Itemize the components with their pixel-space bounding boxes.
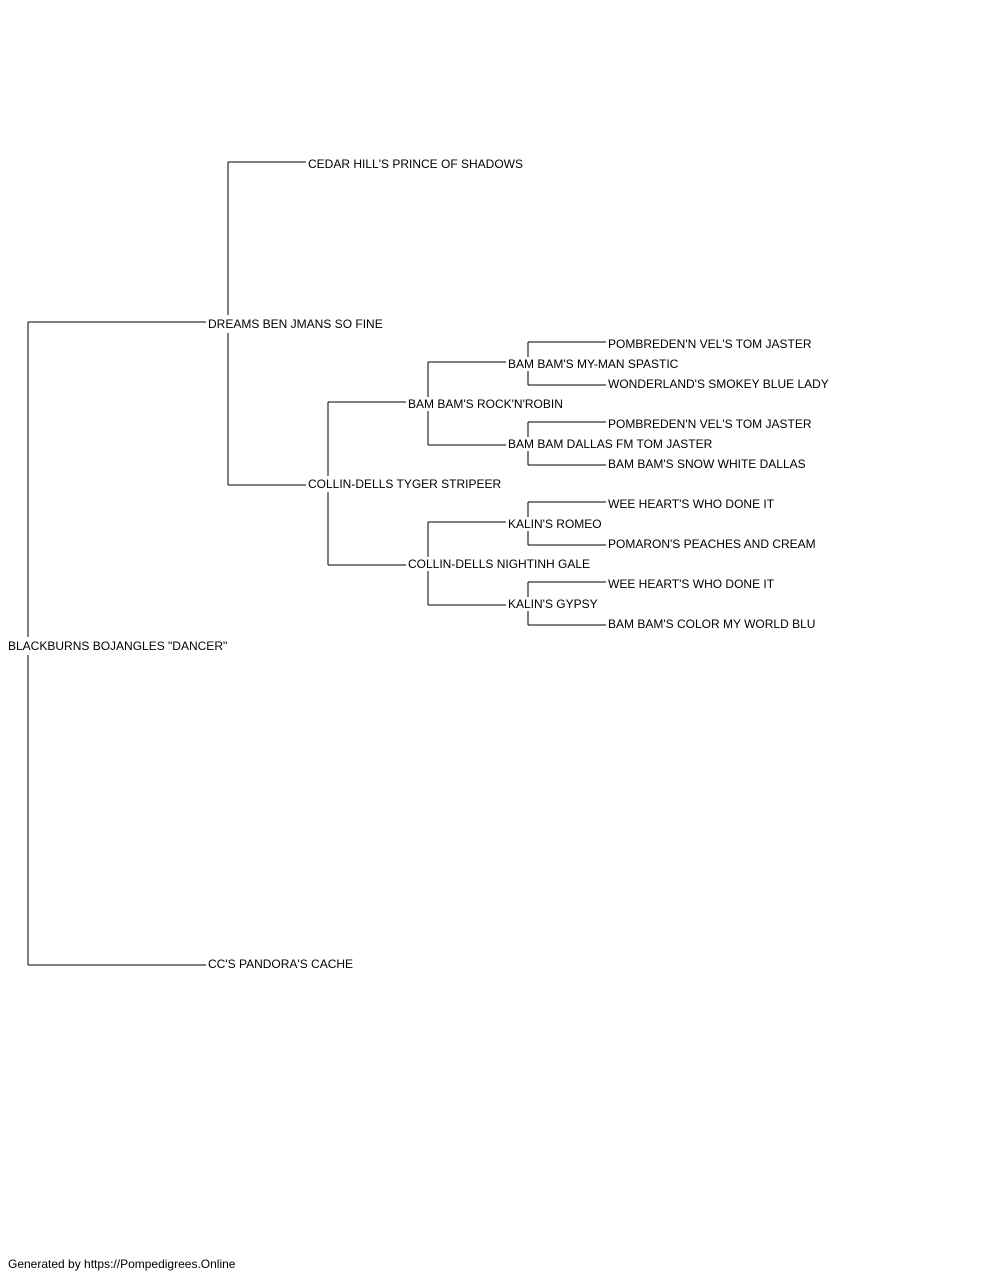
pedigree-sire-sire-name: CEDAR HILL'S PRINCE OF SHADOWS	[308, 157, 523, 171]
pedigree-tom-jaster-2-name: POMBREDEN'N VEL'S TOM JASTER	[608, 417, 812, 431]
pedigree-nightinh-gale-name: COLLIN-DELLS NIGHTINH GALE	[408, 557, 591, 571]
pedigree-color-my-world-blu-name: BAM BAM'S COLOR MY WORLD BLU	[608, 617, 816, 631]
pedigree-dam-name: CC'S PANDORA'S CACHE	[208, 957, 354, 971]
pedigree-kalins-romeo-name: KALIN'S ROMEO	[508, 517, 602, 531]
pedigree-kalins-gypsy-name: KALIN'S GYPSY	[508, 597, 598, 611]
pedigree-snow-white-dallas-name: BAM BAM'S SNOW WHITE DALLAS	[608, 457, 806, 471]
pedigree-peaches-and-cream-name: POMARON'S PEACHES AND CREAM	[608, 537, 816, 551]
pedigree-tom-jaster-1-name: POMBREDEN'N VEL'S TOM JASTER	[608, 337, 812, 351]
pedigree-subject-name: BLACKBURNS BOJANGLES "DANCER"	[8, 637, 228, 655]
pedigree-rocknrobin-name: BAM BAM'S ROCK'N'ROBIN	[408, 397, 563, 411]
pedigree-smokey-blue-lady-name: WONDERLAND'S SMOKEY BLUE LADY	[608, 377, 829, 391]
generated-by-footer-link[interactable]: Generated by https://Pompedigrees.Online	[8, 1257, 236, 1271]
pedigree-sire-dam-name: COLLIN-DELLS TYGER STRIPEER	[308, 476, 502, 492]
pedigree-who-done-it-1-name: WEE HEART'S WHO DONE IT	[608, 497, 775, 511]
pedigree-myman-spastic-name: BAM BAM'S MY-MAN SPASTIC	[508, 357, 679, 371]
pedigree-who-done-it-2-name: WEE HEART'S WHO DONE IT	[608, 577, 775, 591]
pedigree-sire-name: DREAMS BEN JMANS SO FINE	[208, 315, 383, 333]
pedigree-dallas-fm-name: BAM BAM DALLAS FM TOM JASTER	[508, 437, 713, 451]
